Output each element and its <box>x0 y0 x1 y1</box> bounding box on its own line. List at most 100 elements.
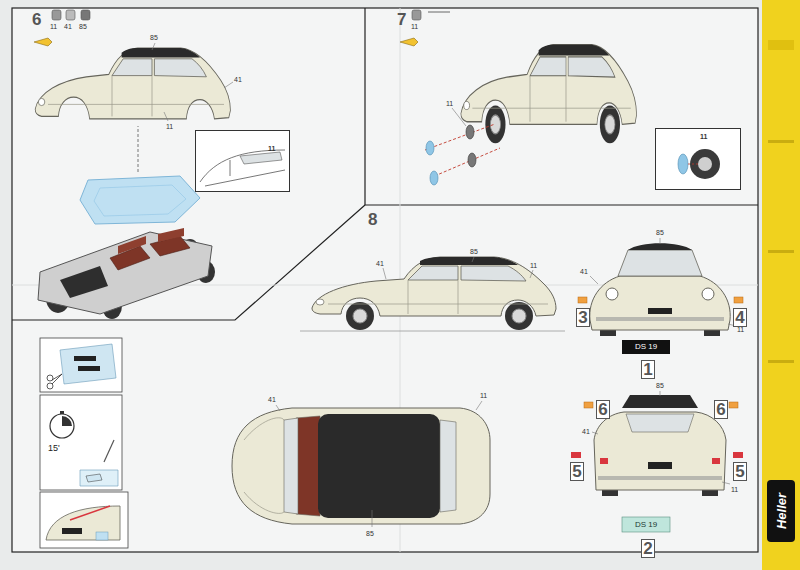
brand-band <box>768 140 794 143</box>
car-rear-view <box>598 476 722 480</box>
decal-box: 5 <box>570 462 584 481</box>
decal-steps <box>70 506 110 520</box>
part-icons <box>412 10 421 20</box>
callout-number: 11 <box>166 123 173 130</box>
decal-box: 2 <box>641 539 655 558</box>
car-top-view <box>244 418 284 514</box>
brand-band <box>767 480 795 542</box>
callout-number: 11 <box>50 23 57 30</box>
callout-number: 85 <box>366 530 374 537</box>
callout-number: 11 <box>411 23 418 30</box>
detail-inset-drawing <box>678 154 688 174</box>
leader-line <box>452 108 466 126</box>
decal-steps <box>96 532 108 540</box>
decal-steps <box>104 440 114 462</box>
brand-band <box>762 0 800 570</box>
detail-inset-drawing <box>655 128 741 190</box>
chassis <box>38 228 215 319</box>
chassis <box>158 228 184 242</box>
brand-band <box>768 250 794 253</box>
car-rear-view <box>571 452 581 458</box>
car-rear-view <box>729 402 738 408</box>
wheel-parts <box>430 148 500 178</box>
detail-inset-drawing <box>195 130 290 192</box>
leader-line <box>164 112 168 121</box>
decal-number: 4 <box>735 309 744 326</box>
car-front-view <box>628 243 692 250</box>
detail-inset: 11 <box>655 128 741 190</box>
decal-steps <box>40 395 122 490</box>
decal-steps <box>52 374 62 384</box>
car-rear-view <box>712 458 720 464</box>
car-top-view <box>318 414 440 518</box>
chassis <box>118 236 146 254</box>
decal-steps <box>74 356 96 361</box>
time-label: 15' <box>48 444 60 453</box>
decal-number: 3 <box>578 309 587 326</box>
part-icons <box>66 10 75 20</box>
car-front-view <box>734 297 743 303</box>
detail-inset-drawing <box>655 128 741 190</box>
leader-line <box>590 238 736 326</box>
decal-number: 6 <box>598 401 607 418</box>
callout-number: 85 <box>79 23 87 30</box>
detail-inset-drawing <box>240 152 282 164</box>
callout-number: 11 <box>480 392 487 399</box>
panel-lines <box>12 205 365 320</box>
brand-band: Heller <box>762 0 800 570</box>
decal-number: 5 <box>572 463 581 480</box>
leader-line <box>276 405 280 411</box>
car-side-view <box>312 257 556 316</box>
chassis <box>38 232 212 314</box>
decal-steps <box>40 338 128 548</box>
fold-line <box>12 8 758 552</box>
part-icons <box>400 10 450 46</box>
car-front-view <box>702 288 714 300</box>
detail-inset-drawing <box>698 157 712 171</box>
step-number: 6 <box>32 11 41 28</box>
leader-line <box>276 401 482 527</box>
car-assembled <box>461 45 637 125</box>
car-assembled <box>461 45 637 144</box>
detail-inset: 11 <box>195 130 290 192</box>
leader-line <box>590 276 598 284</box>
glass-part <box>80 176 200 224</box>
callout-number: 11 <box>737 326 744 333</box>
leader-line <box>224 82 233 88</box>
car-top-view <box>296 416 320 516</box>
car-shell <box>35 48 230 119</box>
car-top-view <box>232 408 490 524</box>
decal-steps <box>80 470 118 486</box>
callout-number: 11 <box>700 133 707 140</box>
callout-number: 41 <box>234 76 242 83</box>
car-rear-view <box>622 517 670 532</box>
wheel-parts <box>466 125 474 139</box>
callout-number: 85 <box>656 229 664 236</box>
leader-line <box>383 257 533 279</box>
decal-box: 3 <box>576 308 590 327</box>
glass-part <box>94 185 186 216</box>
leader-line <box>660 238 661 244</box>
leader-line <box>152 43 233 121</box>
wheel-parts <box>468 153 476 167</box>
callout-number: 11 <box>268 145 275 152</box>
callout-number: 41 <box>582 428 590 435</box>
car-front-view <box>618 250 702 276</box>
callout-number: 11 <box>530 262 537 269</box>
part-icons <box>34 10 90 46</box>
step-panel: 6 11 <box>12 8 365 320</box>
leader-line <box>476 401 482 410</box>
decal-steps <box>62 416 72 426</box>
car-rear-view <box>571 395 743 532</box>
decal-box: 6 <box>596 400 610 419</box>
leader-line <box>722 482 730 484</box>
leader-line <box>592 391 730 484</box>
decal-steps <box>40 338 122 392</box>
callout-number: 41 <box>376 260 384 267</box>
wheel-parts <box>426 141 434 155</box>
decal-steps <box>50 414 74 438</box>
callout-number: 85 <box>656 382 664 389</box>
wheel-parts <box>425 124 500 185</box>
